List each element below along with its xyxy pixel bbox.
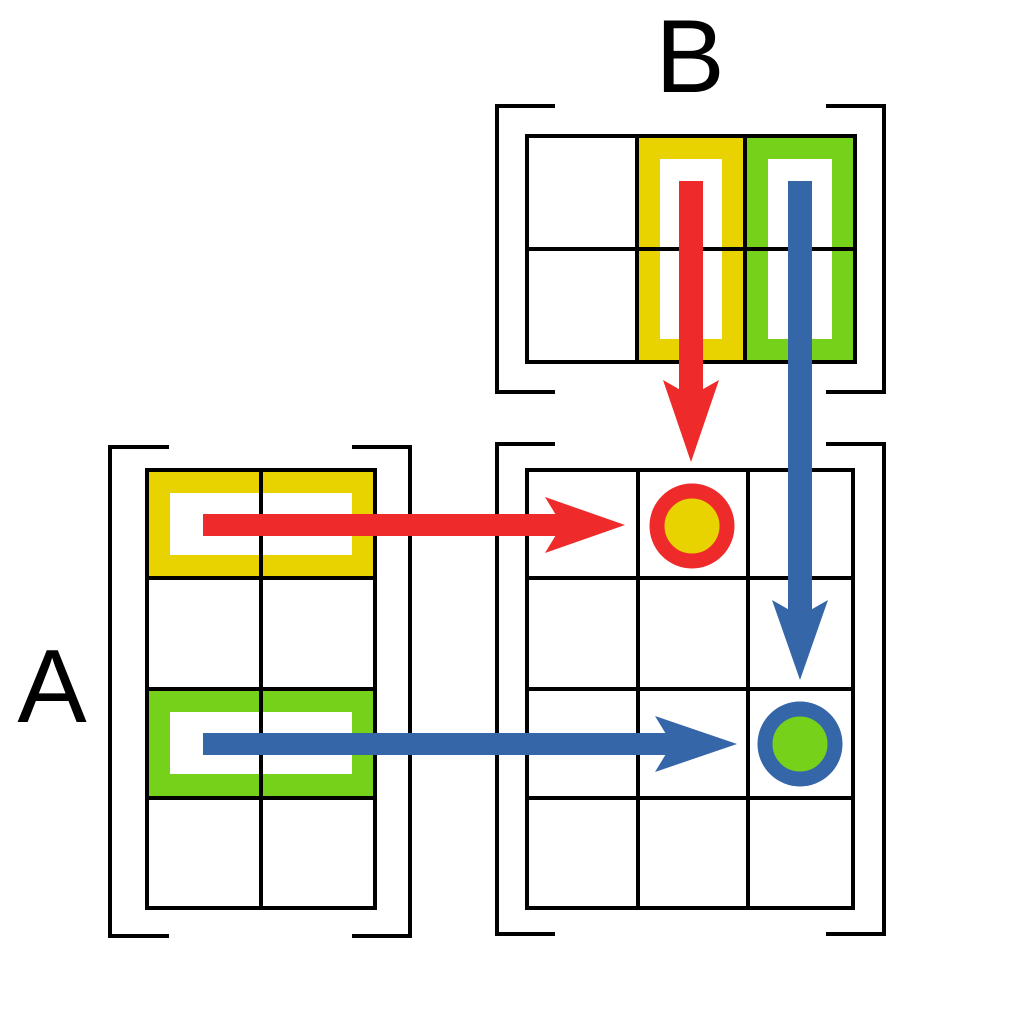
matrix-c-left-bracket: [495, 442, 555, 936]
arrow-down-icon: [772, 181, 828, 680]
matrix-a-left-bracket: [108, 445, 169, 938]
matrix-a-label: A: [17, 629, 87, 745]
matrix-c: [495, 442, 886, 936]
result-dot-icon: [757, 701, 843, 787]
arrow-right-icon: [203, 716, 737, 772]
arrow-right-icon: [203, 497, 625, 553]
matrix-b-right-bracket: [826, 104, 886, 394]
arrow-down-icon: [663, 181, 719, 462]
blue-horizontal-arrow-head: [655, 716, 737, 772]
matrix-b-left-bracket: [495, 104, 555, 394]
red-horizontal-arrow-shaft: [203, 514, 563, 536]
blue-vertical-arrow-head: [772, 600, 828, 680]
result-dot-blue-green: [757, 701, 843, 787]
blue-horizontal-arrow-shaft: [203, 733, 673, 755]
red-vertical-arrow-shaft: [679, 181, 703, 407]
matrix-c-right-bracket: [826, 442, 886, 936]
result-dot-icon: [649, 483, 735, 569]
red-horizontal-arrow-head: [545, 497, 625, 553]
blue-vertical-arrow-shaft: [788, 181, 812, 621]
red-vertical-arrow-head: [663, 380, 719, 462]
result-dot-red-yellow: [649, 483, 735, 569]
matrix-b-label: B: [655, 0, 724, 115]
matrix-a-right-bracket: [352, 445, 412, 938]
